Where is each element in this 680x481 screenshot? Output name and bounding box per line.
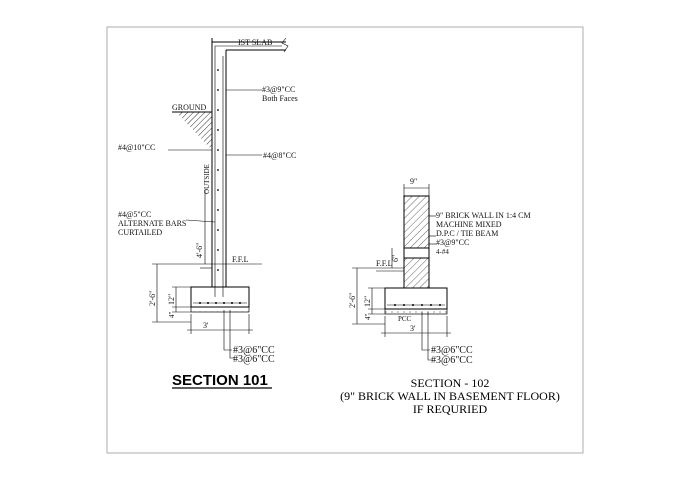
footing-bars-102-2: #3@6"CC	[431, 355, 473, 366]
outside-label: OUTSIDE	[203, 164, 211, 194]
ffl-label-102: F.F.L	[376, 259, 393, 268]
height-dim-label: 4'-6"	[195, 243, 204, 258]
dim-6-label: 6"	[391, 255, 400, 262]
section-101: IST SLAB GROUND #3@9"CC Both Faces #4@10…	[118, 37, 298, 389]
slab-label: IST SLAB	[238, 38, 272, 47]
alt-bars-label: ALTERNATE BARS	[118, 219, 186, 228]
wall-rebar-outer	[214, 45, 282, 297]
width-label-102: 3'	[410, 324, 416, 333]
brick-wall-lower	[403, 257, 430, 289]
pcc-label: PCC	[398, 315, 412, 323]
leader-footing-1	[223, 310, 232, 351]
footing-bars-label-2: #3@6"CC	[233, 354, 275, 365]
curtailed-label: CURTAILED	[118, 228, 162, 237]
footing-bars-label-1: #3@6"CC	[233, 345, 275, 356]
footing-102	[384, 287, 448, 310]
dpc-bars-label: #3@9"CC	[436, 238, 469, 247]
pcc-thickness-label: 4"	[168, 312, 176, 319]
pcc-layer	[190, 306, 250, 313]
section-102: 9" 9" BRICK WALL IN 1:4 CM MACHINE MIXED…	[340, 177, 560, 416]
depth-dim-label: 2'-6"	[148, 291, 157, 306]
footing-bars-102-1: #3@6"CC	[431, 345, 473, 356]
ground-hatch	[176, 112, 212, 150]
slab-thickness-label: 12"	[167, 294, 176, 305]
pcc-layer-102	[384, 308, 448, 315]
dpc-main-bars-label: 4-#4	[436, 248, 449, 256]
section-102-note: IF REQURIED	[413, 402, 488, 416]
footing	[190, 286, 250, 308]
brick-wall-label: 9" BRICK WALL IN 1:4 CM	[436, 211, 531, 220]
machine-mixed-label: MACHINE MIXED	[436, 220, 502, 229]
slab-thickness-label-102: 12"	[363, 296, 372, 307]
wall-rebar-dots	[217, 69, 219, 271]
depth-label-102: 2'-6"	[348, 293, 357, 308]
alt-bars-spacing-label: #4@5"CC	[118, 210, 151, 219]
wall-width-label: 9"	[410, 177, 417, 186]
leader-footing-2	[229, 310, 234, 359]
slab-break-mark	[281, 37, 289, 53]
pcc-thickness-label-102: 4"	[364, 314, 372, 321]
ground-label: GROUND	[172, 103, 206, 112]
leader-102-2	[427, 312, 432, 361]
section-102-subtitle: (9" BRICK WALL IN BASEMENT FLOOR)	[340, 389, 560, 403]
top-bars-label: #3@9"CC	[262, 85, 295, 94]
leader-alt-bars	[185, 219, 216, 223]
section-102-title: SECTION - 102	[411, 376, 490, 390]
leader-102-1	[421, 312, 430, 351]
footing-rebar-dots	[199, 302, 241, 304]
dpc-beam	[403, 247, 430, 259]
dpc-label: D.P.C / TIE BEAM	[436, 229, 498, 238]
sheet-border	[106, 26, 584, 454]
outer-bars-label: #4@10"CC	[118, 143, 155, 152]
ffl-label: F.F.L	[232, 255, 249, 264]
both-faces-label: Both Faces	[262, 94, 298, 103]
section-101-title: SECTION 101	[172, 372, 268, 389]
width-dim-label: 3'	[203, 321, 209, 330]
brick-wall	[403, 195, 430, 249]
inner-bars-label: #4@8"CC	[263, 151, 296, 160]
